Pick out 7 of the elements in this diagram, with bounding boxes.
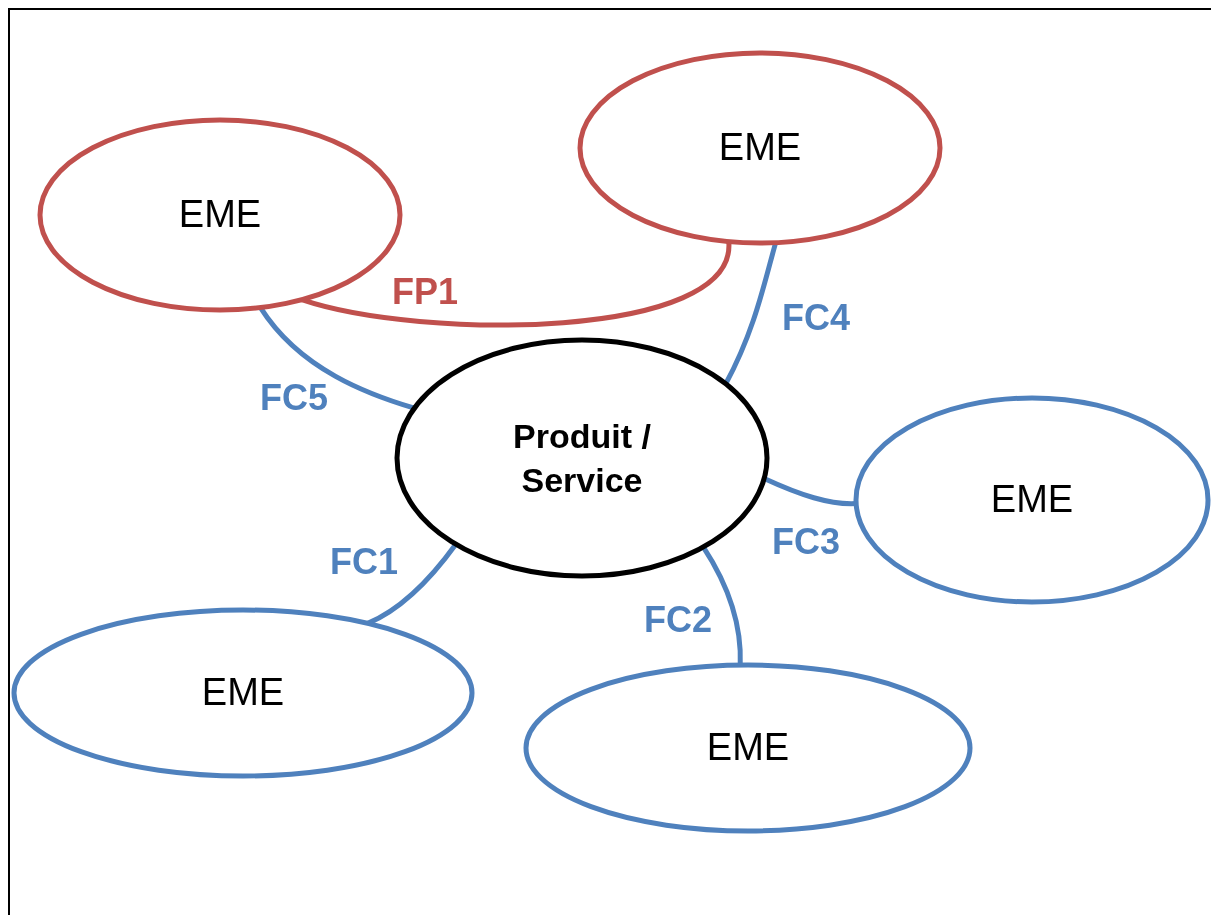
node-label: EME [990,477,1074,523]
node-label: EME [178,192,262,238]
node-label: EME [706,725,790,771]
node-label: EME [201,670,285,716]
node-label: Produit / Service [512,415,652,501]
node-label: EME [718,125,802,171]
connector-line [301,241,732,328]
